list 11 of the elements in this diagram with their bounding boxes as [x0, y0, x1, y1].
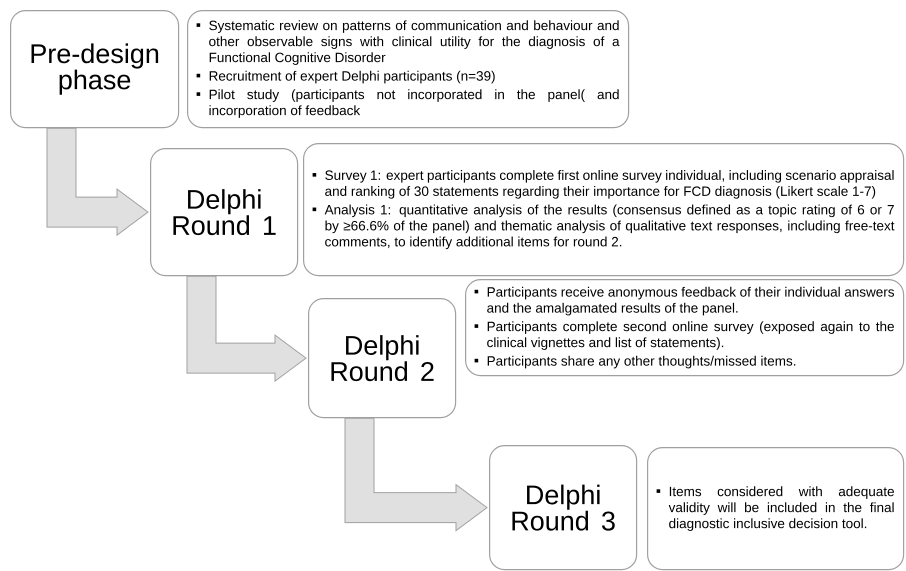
block-arrow: [344, 418, 488, 532]
stage-box: Delphi Round 2: [308, 298, 456, 418]
block-arrow: [186, 276, 307, 382]
description-box: Systematic review on patterns of communication and behaviour and other observable signs with clinical utility for the diagnosis of a Functional Cognitive Disorder Recruitment of expert Delphi participants (n=39) Pilot study (participants not incorporated in the panel( and incorporation of feedback: [187, 10, 630, 128]
stage-box: Delphi Round 1: [150, 148, 298, 276]
stage-box: Pre-design phase: [10, 10, 180, 128]
block-arrow: [46, 128, 149, 236]
description-box: Survey 1: expert participants complete first online survey individual, including scenario appraisal and ranking of 30 statements regarding their importance for FCD diagnosis (Likert scale 1-7) Analysis 1: quantitative analysis of the results (consensus defined as a topic rating of 6 or 7 by ≥66.6% of the panel) and thematic analysis of qualitative text responses, including free-text comments, to identify additional items for round 2.: [303, 143, 904, 276]
description-box: Participants receive anonymous feedback of their individual answers and the amalgamated results of the panel. Participants complete second online survey (exposed again to the clinical vignettes and list of statements). Participants share any other thoughts/missed items.: [465, 279, 904, 376]
stage-box: Delphi Round 3: [489, 445, 638, 570]
description-box: Items considered with adequate validity will be included in the final diagnostic inclusive decision tool.: [647, 447, 904, 570]
